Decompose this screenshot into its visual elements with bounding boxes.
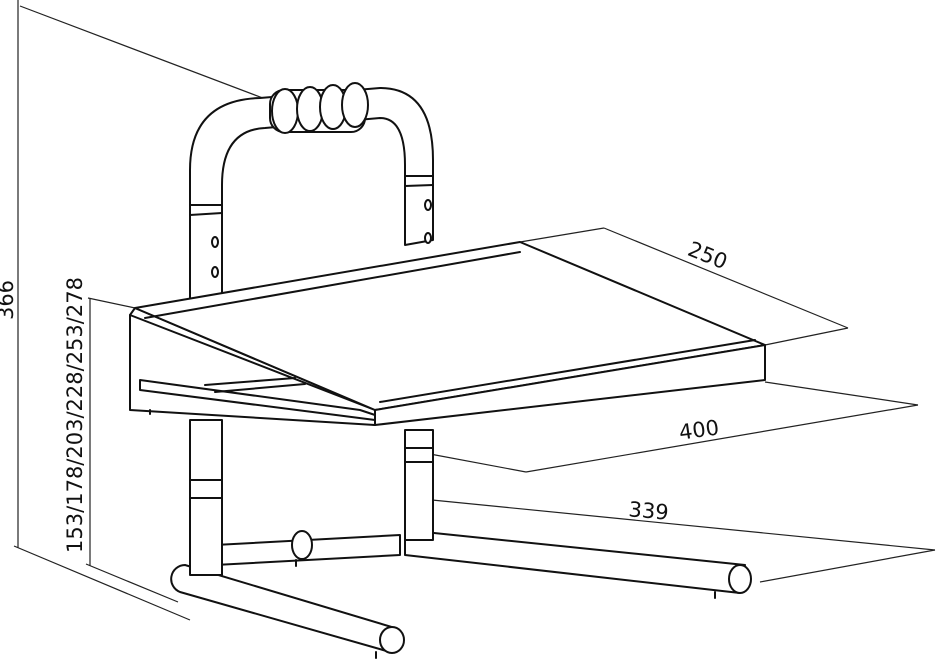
base-depth-label: 339 (628, 497, 670, 524)
dimension-lines (13, 0, 936, 621)
total-height-label: 366 (0, 280, 18, 320)
handle-grip (269, 82, 369, 134)
uprights (189, 87, 434, 576)
platform (129, 241, 766, 426)
platform-width-label: 400 (678, 415, 721, 444)
platform-depth-label: 250 (685, 237, 731, 274)
platform-heights-label: 153/178/203/228/253/278 (63, 277, 87, 553)
base-frame (170, 529, 752, 659)
